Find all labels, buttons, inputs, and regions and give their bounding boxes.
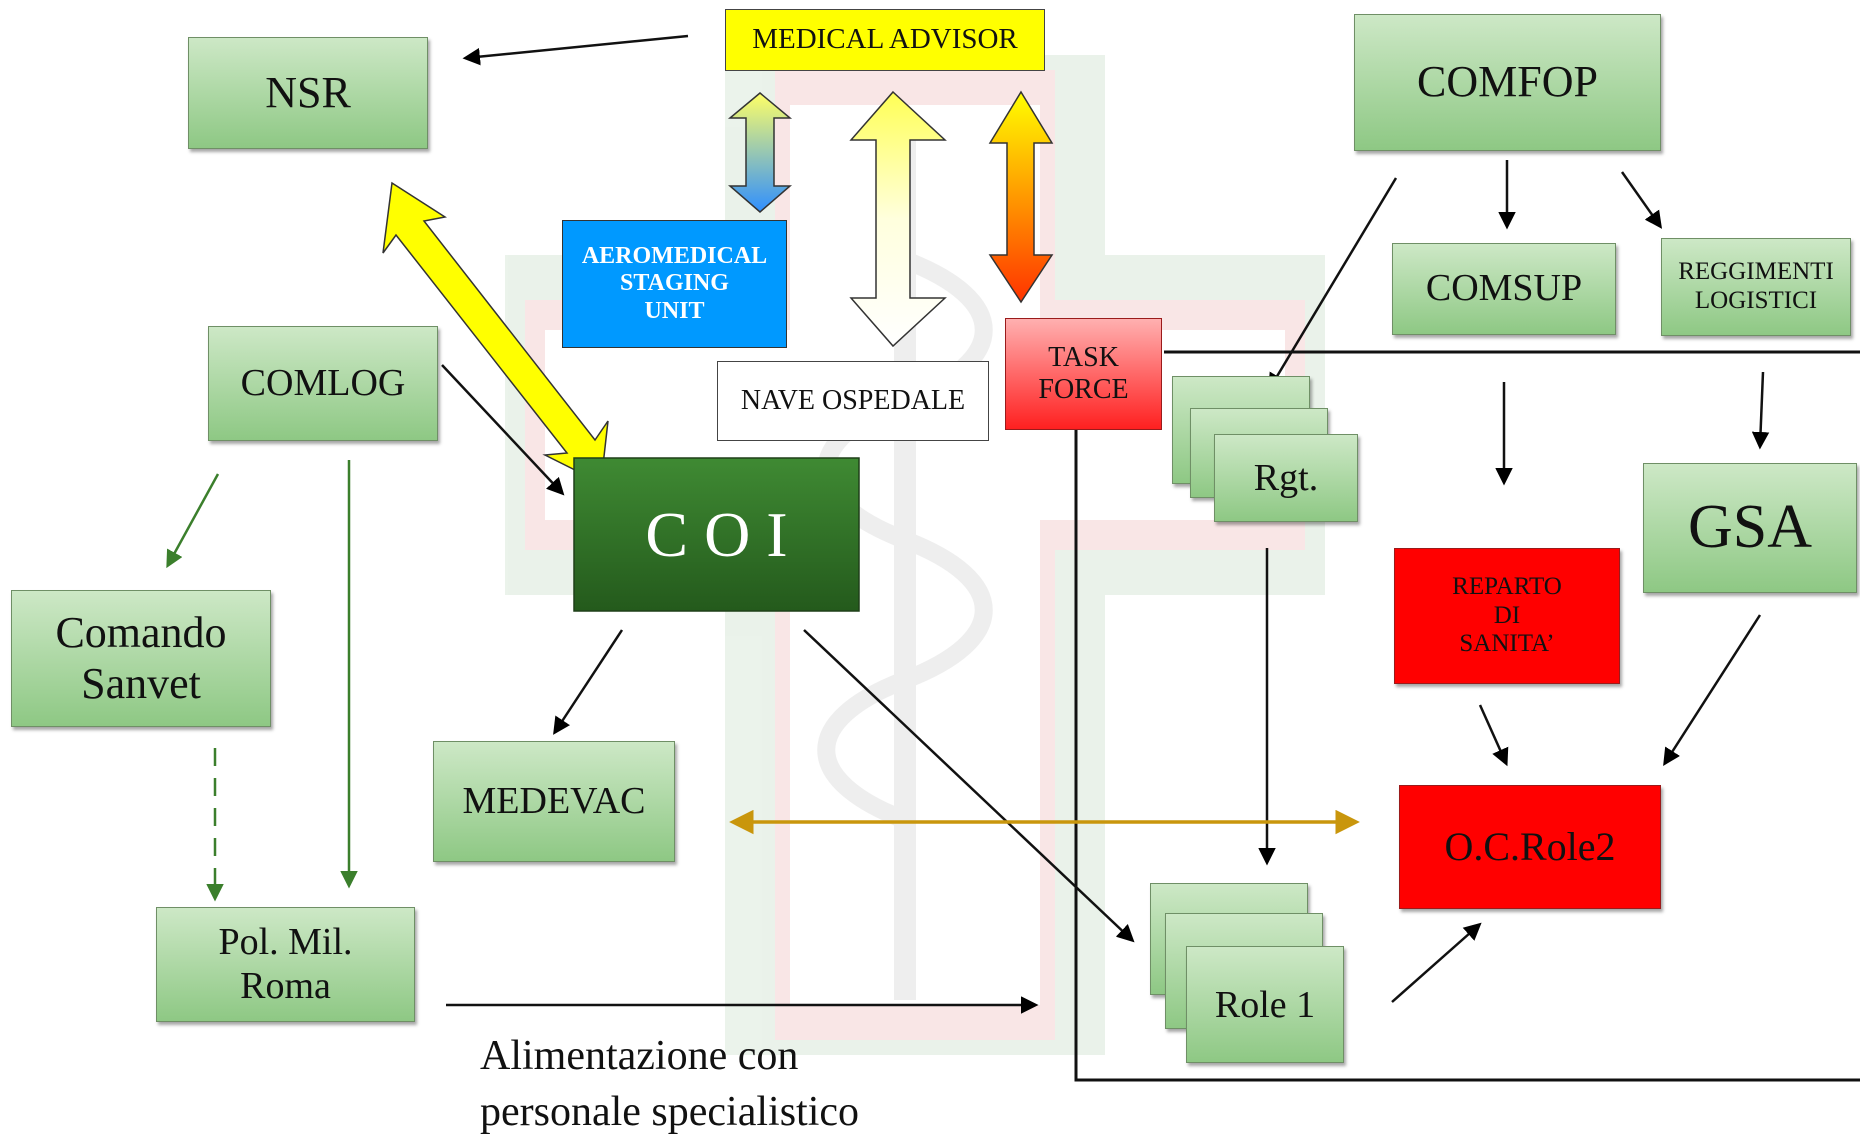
- reggimenti-line-1: REGGIMENTI: [1678, 258, 1834, 286]
- rgt-stack: Rgt.: [1172, 376, 1358, 524]
- caption: Alimentazione con personale specialistic…: [480, 1028, 1000, 1140]
- advisor-nave-double-arrow: [849, 90, 947, 348]
- advisor-taskforce-double-arrow: [988, 90, 1054, 304]
- aeromedical-line-1: AEROMEDICAL: [581, 242, 768, 269]
- aeromedical-staging-unit-box: AEROMEDICAL STAGING UNIT: [562, 220, 787, 348]
- nave-ospedale-label: NAVE OSPEDALE: [740, 384, 966, 416]
- aeromedical-line-3: UNIT: [644, 297, 705, 324]
- task-force-bracket: [1074, 350, 1860, 1082]
- advisor-to-nsr-arrow: [462, 34, 689, 66]
- oc-role2-label: O.C.Role2: [1444, 824, 1616, 869]
- comfop-to-rgt-arrow: [1268, 177, 1398, 392]
- gsa-to-role2-arrow: [1663, 614, 1762, 766]
- oc-role2-box: O.C.Role2: [1399, 785, 1661, 909]
- reggimenti-to-gsa-arrow: [1751, 371, 1770, 450]
- caption-line-1: Alimentazione con: [480, 1033, 799, 1079]
- comsup-label: COMSUP: [1425, 267, 1583, 310]
- comlog-box: COMLOG: [208, 326, 438, 441]
- role1-card-front: [1186, 946, 1344, 1063]
- medevac-label: MEDEVAC: [462, 779, 646, 822]
- comando-sanvet-box: Comando Sanvet: [11, 590, 271, 727]
- reggimenti-line-2: LOGISTICI: [1694, 287, 1818, 314]
- comando-sanvet-line-2: Sanvet: [81, 658, 201, 708]
- comlog-label: COMLOG: [240, 361, 406, 404]
- role1-label: Role 1: [1214, 983, 1316, 1026]
- reggimenti-logistici-box: REGGIMENTI LOGISTICI: [1661, 238, 1851, 336]
- aeromedical-line-2: STAGING: [620, 270, 729, 297]
- nave-ospedale-box: NAVE OSPEDALE: [717, 361, 989, 441]
- pol-mil-roma-box: Pol. Mil. Roma: [156, 907, 415, 1022]
- reparto-to-role2-arrow: [1478, 704, 1509, 767]
- rgt-label: Rgt.: [1253, 457, 1319, 499]
- comando-sanvet-line-1: Comando: [55, 607, 227, 657]
- medical-advisor-box: MEDICAL ADVISOR: [725, 9, 1045, 71]
- reparto-line-2: DI: [1493, 601, 1521, 629]
- advisor-aeromedical-double-arrow: [727, 92, 793, 213]
- pol-mil-line-2: Roma: [240, 964, 331, 1007]
- reparto-di-sanita-box: REPARTO DI SANITA’: [1394, 548, 1620, 684]
- black-arrows: [441, 34, 1770, 1014]
- comlog-to-sanvet-arrow: [166, 473, 220, 569]
- comlog-to-coi-arrow: [441, 364, 565, 496]
- role1-stack: Role 1: [1150, 883, 1346, 1065]
- gsa-box: GSA: [1643, 463, 1857, 593]
- pol-mil-line-1: Pol. Mil.: [218, 920, 353, 963]
- rgt-card-front: [1214, 434, 1358, 522]
- coi-box: [573, 457, 860, 612]
- medical-advisor-label: MEDICAL ADVISOR: [752, 23, 1018, 56]
- green-arrows: [166, 460, 358, 902]
- nsr-box: NSR: [188, 37, 428, 149]
- gsa-label: GSA: [1687, 493, 1813, 562]
- reparto-line-3: SANITA’: [1459, 630, 1555, 658]
- comfop-to-reggimenti-arrow: [1620, 171, 1663, 229]
- coi-label-box: C O I: [574, 458, 859, 611]
- nsr-label: NSR: [265, 67, 351, 117]
- double-arrows: [382, 90, 1054, 485]
- comfop-label: COMFOP: [1417, 57, 1598, 107]
- task-force-line-1: TASK: [1048, 341, 1119, 373]
- medevac-box: MEDEVAC: [433, 741, 675, 862]
- comsup-box: COMSUP: [1392, 243, 1616, 335]
- coi-label: C O I: [645, 498, 788, 570]
- caption-line-2: personale specialistico: [480, 1089, 860, 1135]
- role1-to-role2-arrow: [1391, 922, 1482, 1003]
- reparto-line-1: REPARTO: [1452, 572, 1562, 600]
- task-force-line-2: FORCE: [1038, 374, 1129, 405]
- comfop-box: COMFOP: [1354, 14, 1661, 151]
- coi-to-role1-arrow: [803, 629, 1135, 943]
- task-force-box: TASK FORCE: [1005, 318, 1162, 430]
- coi-to-medevac-arrow: [553, 629, 624, 735]
